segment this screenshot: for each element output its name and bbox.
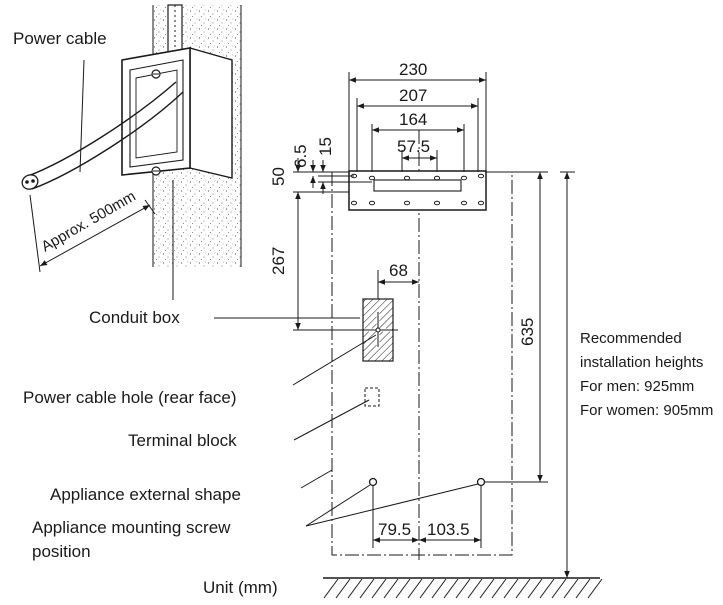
floor-hatch-stroke [383, 578, 399, 599]
screw-spacing-dimensions [372, 486, 482, 548]
power-cable [21, 81, 184, 190]
floor-hatch-stroke [467, 578, 483, 599]
mounting-screw-left [368, 477, 378, 487]
floor-hatch-stroke [371, 578, 387, 599]
recommended-line2: installation heights [580, 354, 703, 371]
floor-hatch-stroke [479, 578, 495, 599]
dim-164: 164 [399, 110, 427, 129]
floor-hatch-stroke [527, 578, 543, 599]
floor-hatch-stroke [323, 578, 339, 599]
floor-hatch-stroke [587, 578, 603, 599]
floor-hatch-stroke [575, 578, 591, 599]
dim-103-5: 103.5 [427, 520, 470, 539]
dim-50: 50 [269, 167, 288, 186]
floor-hatch-stroke [443, 578, 459, 599]
conduit-box [121, 47, 233, 179]
floor-hatch-stroke [491, 578, 507, 599]
dim-79-5: 79.5 [378, 520, 411, 539]
dim-68: 68 [389, 261, 408, 280]
mounting-screw-label-1: Appliance mounting screw [32, 518, 231, 537]
floor-hatch-stroke [347, 578, 363, 599]
mounting-screw-label-2: position [32, 542, 91, 561]
recommended-line1: Recommended [580, 330, 682, 347]
floor-hatch-stroke [431, 578, 447, 599]
floor-hatch-stroke [419, 578, 435, 599]
dim-15: 15 [316, 137, 335, 156]
conduit-box-label: Conduit box [89, 308, 180, 327]
floor-hatch-stroke [455, 578, 471, 599]
mounting-screw-right [476, 477, 486, 487]
cable-length-dimension: Approx. 500mm [29, 188, 156, 273]
dim-230: 230 [399, 60, 427, 79]
mounting-plate [348, 170, 487, 211]
dim-635: 635 [518, 318, 537, 346]
power-cable-hole-label: Power cable hole (rear face) [23, 388, 237, 407]
recommended-men: For men: 925mm [580, 378, 694, 395]
height-635-dimension [485, 171, 548, 483]
approx-length-label: Approx. 500mm [39, 188, 139, 256]
recommended-women: For women: 905mm [580, 402, 713, 419]
floor-hatch-stroke [539, 578, 555, 599]
appliance-outline [331, 172, 513, 556]
floor-hatch-stroke [551, 578, 567, 599]
unit-label: Unit (mm) [203, 578, 278, 597]
power-cable-label: Power cable [13, 29, 107, 48]
appliance-shape-label: Appliance external shape [50, 485, 241, 504]
floor-hatch-stroke [503, 578, 519, 599]
floor-hatch-stroke [395, 578, 411, 599]
dim-6-5: 6.5 [291, 144, 310, 168]
floor-hatch-stroke [359, 578, 375, 599]
terminal-block-label: Terminal block [128, 431, 237, 450]
dim-207: 207 [399, 86, 427, 105]
width-dimensions [348, 72, 487, 172]
floor-hatch-stroke [407, 578, 423, 599]
installation-height-arrow [560, 171, 575, 578]
floor-hatch-stroke [563, 578, 579, 599]
floor-hatch-stroke [335, 578, 351, 599]
floor-hatch-stroke [515, 578, 531, 599]
floor [323, 577, 603, 599]
conduit-opening [360, 270, 419, 362]
terminal-block [364, 387, 380, 407]
dim-57-5: 57.5 [397, 137, 430, 156]
dim-267: 267 [269, 247, 288, 275]
